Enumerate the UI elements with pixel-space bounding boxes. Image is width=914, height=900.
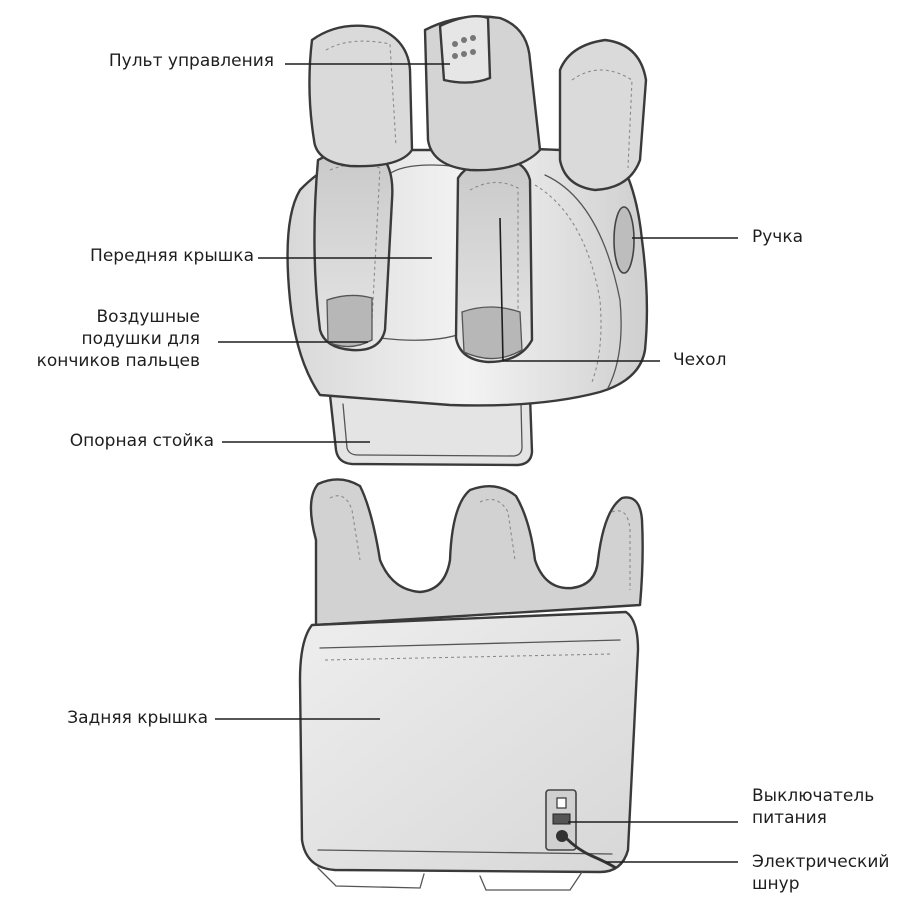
power-panel	[546, 790, 576, 850]
label-front-cover: Передняя крышка	[90, 245, 254, 267]
back-cover	[300, 612, 638, 872]
left-calf-pad	[309, 26, 412, 166]
label-toe-airbags-line2: подушки для	[37, 328, 200, 350]
label-toe-airbags-line1: Воздушные	[37, 306, 200, 328]
label-power-cord-line1: Электрический	[752, 851, 889, 873]
front-view-massager	[288, 16, 647, 465]
back-top-pads	[311, 479, 643, 625]
toe-airbag-left	[327, 295, 372, 346]
label-cover: Чехол	[673, 349, 726, 371]
label-control-panel: Пульт управления	[109, 50, 274, 72]
control-panel	[440, 16, 490, 82]
label-power-switch-line1: Выключатель	[752, 785, 874, 807]
label-toe-airbags-line3: кончиков пальцев	[37, 350, 200, 372]
label-power-cord: Электрический шнур	[752, 851, 889, 895]
label-handle: Ручка	[752, 226, 803, 248]
back-view-massager	[300, 479, 643, 890]
label-toe-airbags: Воздушные подушки для кончиков пальцев	[37, 306, 200, 372]
right-calf-pad	[560, 40, 646, 190]
toe-airbag-right	[462, 307, 522, 359]
label-back-cover: Задняя крышка	[67, 707, 208, 729]
label-power-cord-line2: шнур	[752, 873, 889, 895]
handle-recess	[614, 207, 634, 273]
label-support-stand: Опорная стойка	[70, 430, 214, 452]
label-power-switch: Выключатель питания	[752, 785, 874, 829]
label-power-switch-line2: питания	[752, 807, 874, 829]
